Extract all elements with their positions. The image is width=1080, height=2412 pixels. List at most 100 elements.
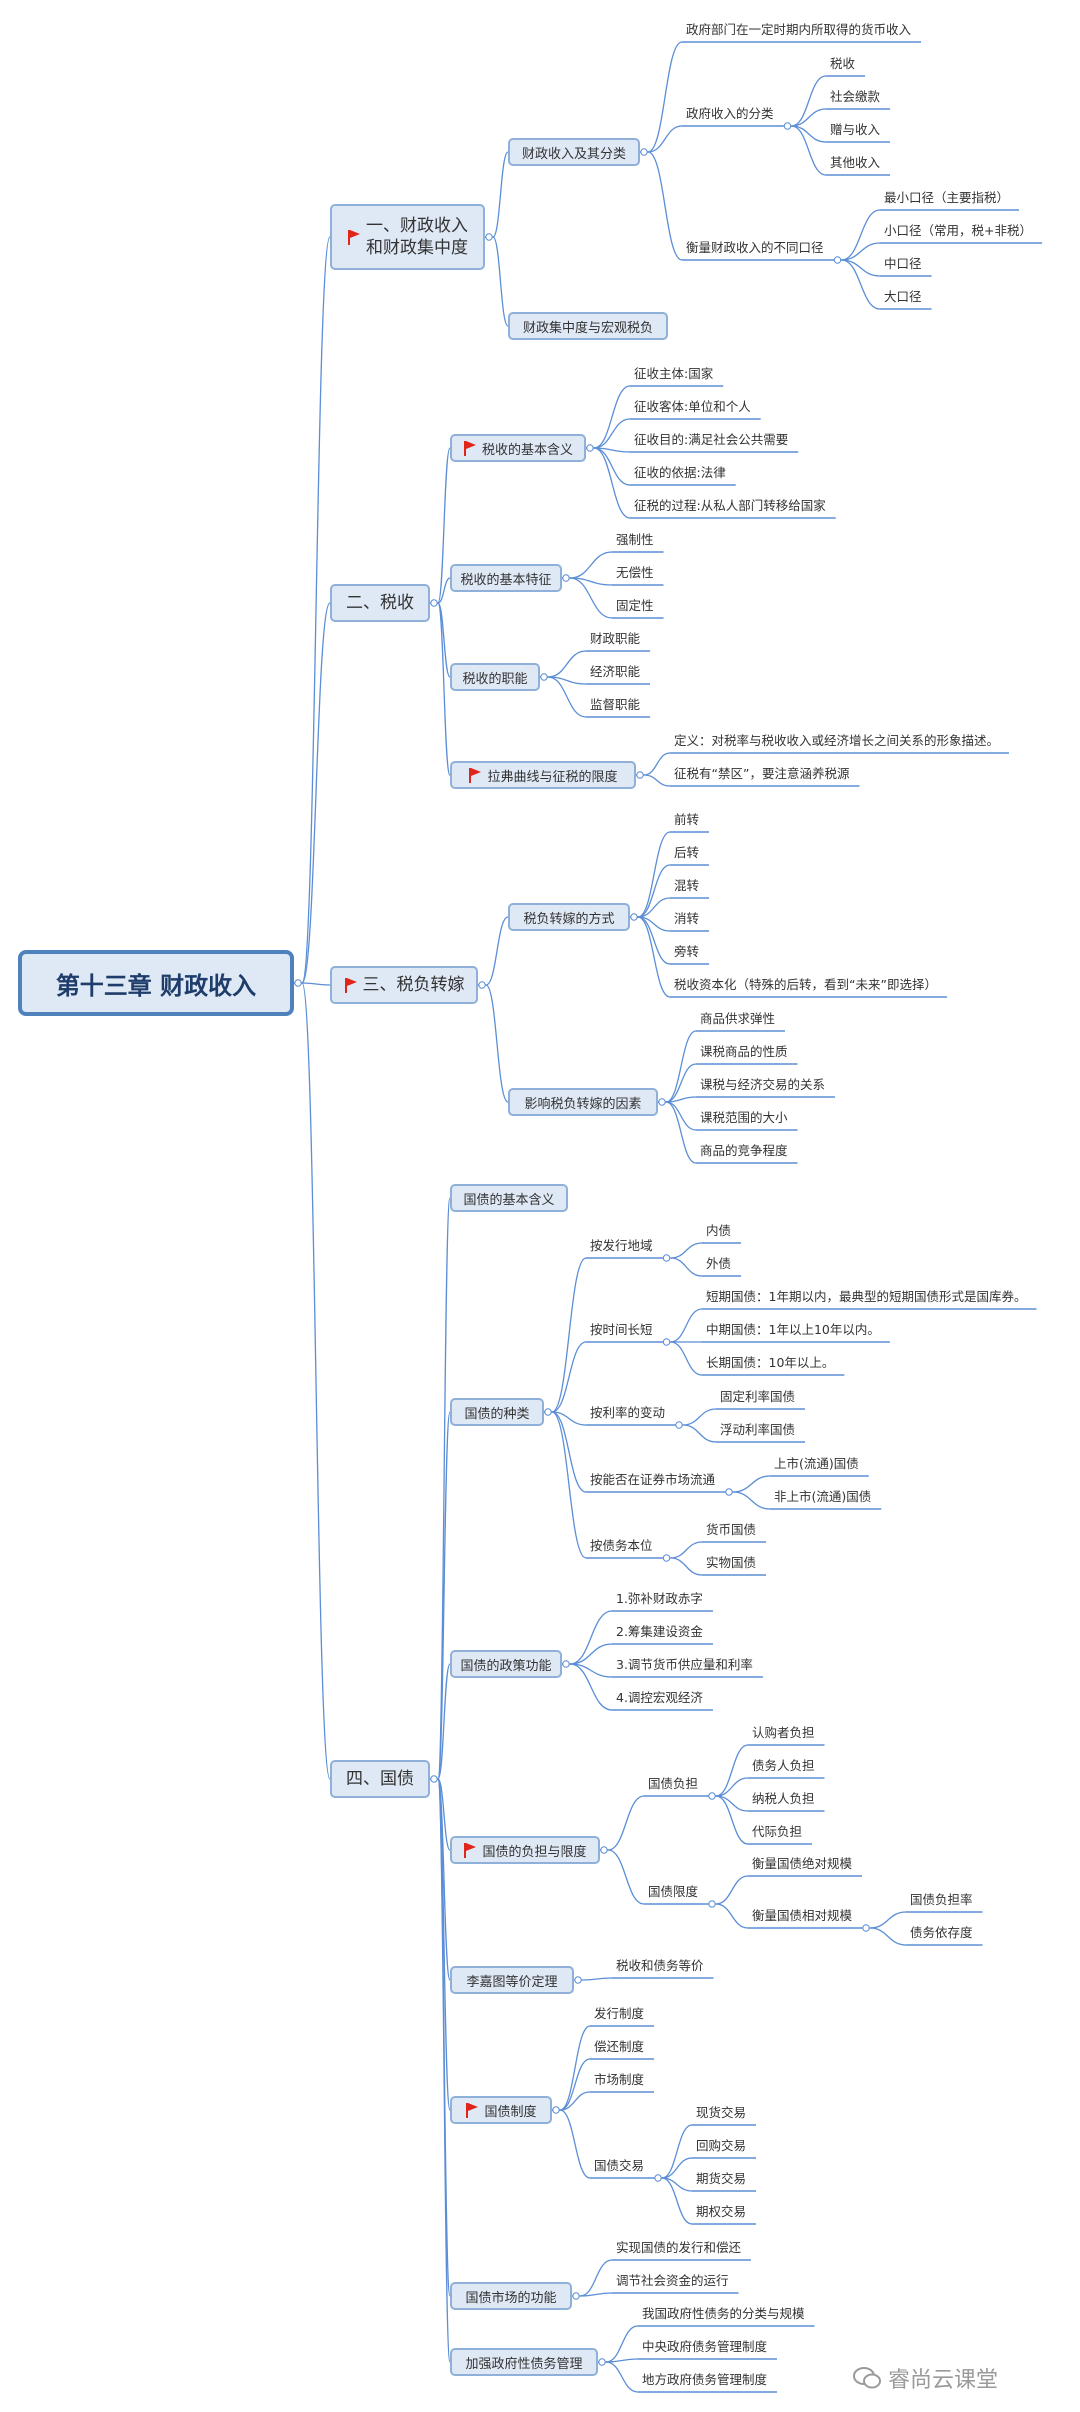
leaf[interactable]: 经济职能 xyxy=(590,664,641,679)
leaf[interactable]: 我国政府性债务的分类与规模 xyxy=(642,2306,805,2321)
leaf[interactable]: 1.弥补财政赤字 xyxy=(616,1591,703,1606)
leaf[interactable]: 现货交易 xyxy=(696,2105,747,2120)
leaf[interactable]: 征收的依据:法律 xyxy=(634,465,726,480)
leaf[interactable]: 固定性 xyxy=(616,598,654,613)
root-topic[interactable]: 第十三章 财政收入 xyxy=(18,950,294,1016)
leaf[interactable]: 发行制度 xyxy=(594,2006,645,2021)
leaf[interactable]: 政府部门在一定时期内所取得的货币收入 xyxy=(686,22,912,37)
leaf[interactable]: 税收 xyxy=(830,56,856,71)
leaf[interactable]: 征税有“禁区”，要注意涵养税源 xyxy=(674,766,850,781)
leaf[interactable]: 债务人负担 xyxy=(752,1758,815,1773)
leaf[interactable]: 小口径（常用，税+非税） xyxy=(884,223,1032,238)
topic-ricardian[interactable]: 李嘉图等价定理 xyxy=(450,1966,574,1994)
leaf[interactable]: 征收客体:单位和个人 xyxy=(634,399,751,414)
leaf[interactable]: 认购者负担 xyxy=(752,1725,815,1740)
topic-shifting-methods[interactable]: 税负转嫁的方式 xyxy=(508,903,630,931)
leaf[interactable]: 固定利率国债 xyxy=(720,1389,796,1404)
topic-tax-functions[interactable]: 税收的职能 xyxy=(450,663,540,691)
topic-bond-system[interactable]: 国债制度 xyxy=(450,2096,552,2124)
leaf[interactable]: 混转 xyxy=(674,878,700,893)
leaf[interactable]: 债务依存度 xyxy=(910,1925,973,1940)
leaf[interactable]: 长期国债：10年以上。 xyxy=(706,1355,835,1370)
leaf[interactable]: 非上市(流通)国债 xyxy=(774,1489,872,1504)
leaf[interactable]: 实现国债的发行和偿还 xyxy=(616,2240,742,2255)
leaf[interactable]: 赠与收入 xyxy=(830,122,881,137)
leaf[interactable]: 国债负担 xyxy=(648,1776,699,1791)
leaf[interactable]: 内债 xyxy=(706,1223,732,1238)
leaf[interactable]: 后转 xyxy=(674,845,700,860)
leaf[interactable]: 按时间长短 xyxy=(590,1322,653,1337)
leaf[interactable]: 社会缴款 xyxy=(830,89,881,104)
leaf[interactable]: 按发行地域 xyxy=(590,1238,653,1253)
topic-fiscal-concentration[interactable]: 财政集中度与宏观税负 xyxy=(508,312,668,340)
leaf[interactable]: 监督职能 xyxy=(590,697,641,712)
leaf[interactable]: 无偿性 xyxy=(616,565,654,580)
leaf[interactable]: 期货交易 xyxy=(696,2171,747,2186)
leaf[interactable]: 课税商品的性质 xyxy=(700,1044,788,1059)
section-4-topic[interactable]: 四、国债 xyxy=(330,1760,430,1798)
leaf[interactable]: 衡量财政收入的不同口径 xyxy=(686,240,824,255)
section-1-topic[interactable]: 一、财政收入 和财政集中度 xyxy=(330,204,485,270)
topic-bond-meaning[interactable]: 国债的基本含义 xyxy=(450,1184,568,1212)
leaf[interactable]: 调节社会资金的运行 xyxy=(616,2273,729,2288)
leaf[interactable]: 旁转 xyxy=(674,944,700,959)
leaf[interactable]: 征税的过程:从私人部门转移给国家 xyxy=(634,498,826,513)
leaf[interactable]: 税收资本化（特殊的后转，看到“未来”即选择） xyxy=(674,977,937,992)
section-3-topic[interactable]: 三、税负转嫁 xyxy=(330,966,478,1004)
leaf[interactable]: 财政职能 xyxy=(590,631,641,646)
topic-bond-types[interactable]: 国债的种类 xyxy=(450,1398,544,1426)
leaf[interactable]: 实物国债 xyxy=(706,1555,757,1570)
leaf[interactable]: 按利率的变动 xyxy=(590,1405,666,1420)
topic-shifting-factors[interactable]: 影响税负转嫁的因素 xyxy=(508,1088,658,1116)
leaf[interactable]: 纳税人负担 xyxy=(752,1791,815,1806)
leaf[interactable]: 消转 xyxy=(674,911,700,926)
leaf[interactable]: 最小口径（主要指税） xyxy=(884,190,1010,205)
leaf[interactable]: 衡量国债绝对规模 xyxy=(752,1856,853,1871)
leaf[interactable]: 强制性 xyxy=(616,532,654,547)
leaf[interactable]: 浮动利率国债 xyxy=(720,1422,796,1437)
leaf[interactable]: 前转 xyxy=(674,812,700,827)
leaf[interactable]: 国债限度 xyxy=(648,1884,699,1899)
section-2-topic[interactable]: 二、税收 xyxy=(330,584,430,622)
topic-bond-burden[interactable]: 国债的负担与限度 xyxy=(450,1836,600,1864)
leaf[interactable]: 中央政府债务管理制度 xyxy=(642,2339,768,2354)
leaf[interactable]: 衡量国债相对规模 xyxy=(752,1908,853,1923)
leaf[interactable]: 其他收入 xyxy=(830,155,881,170)
leaf[interactable]: 期权交易 xyxy=(696,2204,747,2219)
leaf[interactable]: 商品供求弹性 xyxy=(700,1011,776,1026)
leaf[interactable]: 按能否在证券市场流通 xyxy=(590,1472,716,1487)
leaf[interactable]: 代际负担 xyxy=(752,1824,803,1839)
leaf[interactable]: 地方政府债务管理制度 xyxy=(642,2372,768,2387)
leaf[interactable]: 征收主体:国家 xyxy=(634,366,714,381)
leaf[interactable]: 4.调控宏观经济 xyxy=(616,1690,703,1705)
leaf[interactable]: 偿还制度 xyxy=(594,2039,645,2054)
leaf[interactable]: 按债务本位 xyxy=(590,1538,653,1553)
leaf[interactable]: 商品的竞争程度 xyxy=(700,1143,788,1158)
leaf[interactable]: 外债 xyxy=(706,1256,732,1271)
topic-tax-meaning[interactable]: 税收的基本含义 xyxy=(450,434,586,462)
leaf[interactable]: 国债交易 xyxy=(594,2158,645,2173)
leaf[interactable]: 征收目的:满足社会公共需要 xyxy=(634,432,789,447)
leaf[interactable]: 回购交易 xyxy=(696,2138,747,2153)
leaf[interactable]: 3.调节货币供应量和利率 xyxy=(616,1657,753,1672)
topic-laffer-curve[interactable]: 拉弗曲线与征税的限度 xyxy=(450,761,636,789)
topic-fiscal-revenue-classification[interactable]: 财政收入及其分类 xyxy=(508,138,640,166)
leaf[interactable]: 2.筹集建设资金 xyxy=(616,1624,703,1639)
leaf[interactable]: 定义：对税率与税收收入或经济增长之间关系的形象描述。 xyxy=(674,733,1000,748)
topic-bond-policy[interactable]: 国债的政策功能 xyxy=(450,1650,562,1678)
leaf[interactable]: 货币国债 xyxy=(706,1522,757,1537)
topic-bond-market[interactable]: 国债市场的功能 xyxy=(450,2282,572,2310)
leaf[interactable]: 短期国债：1年期以内，最典型的短期国债形式是国库券。 xyxy=(706,1289,1027,1304)
leaf[interactable]: 中期国债：1年以上10年以内。 xyxy=(706,1322,880,1337)
topic-tax-features[interactable]: 税收的基本特征 xyxy=(450,564,562,592)
leaf[interactable]: 课税范围的大小 xyxy=(700,1110,788,1125)
leaf[interactable]: 课税与经济交易的关系 xyxy=(700,1077,826,1092)
leaf[interactable]: 中口径 xyxy=(884,256,922,271)
leaf[interactable]: 政府收入的分类 xyxy=(686,106,774,121)
leaf[interactable]: 大口径 xyxy=(884,289,922,304)
leaf[interactable]: 上市(流通)国债 xyxy=(774,1456,859,1471)
leaf[interactable]: 国债负担率 xyxy=(910,1892,973,1907)
leaf[interactable]: 税收和债务等价 xyxy=(616,1958,704,1973)
leaf[interactable]: 市场制度 xyxy=(594,2072,645,2087)
topic-debt-management[interactable]: 加强政府性债务管理 xyxy=(450,2348,598,2376)
